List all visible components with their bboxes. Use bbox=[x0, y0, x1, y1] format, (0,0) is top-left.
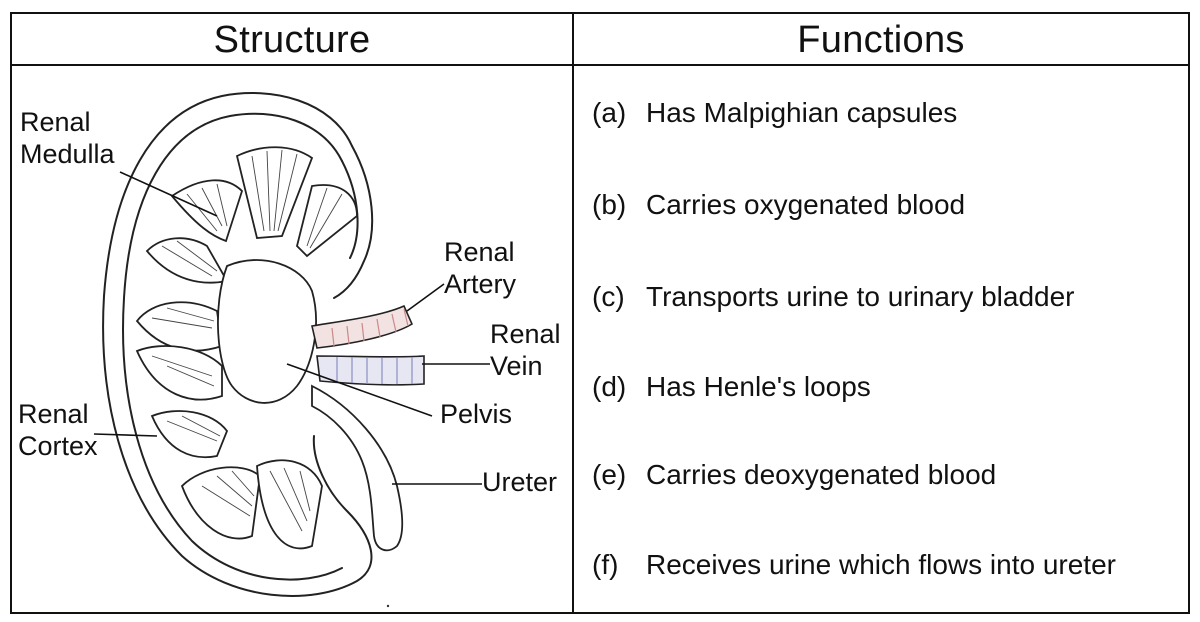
renal-pelvis bbox=[217, 259, 317, 404]
table-header-row: Structure Functions bbox=[12, 14, 1188, 66]
pyramid-striations bbox=[151, 149, 343, 532]
kidney-diagram: Renal Medulla Renal Artery Renal Vein Pe… bbox=[12, 66, 572, 614]
structure-functions-table: Structure Functions bbox=[10, 12, 1190, 614]
function-item-e: (e)Carries deoxygenated blood bbox=[592, 459, 997, 490]
function-item-d: (d)Has Henle's loops bbox=[592, 371, 871, 402]
leader-lines bbox=[93, 171, 490, 485]
label-renal-cortex: Renal Cortex bbox=[18, 399, 98, 461]
label-renal-vein: Renal Vein bbox=[490, 319, 561, 381]
ureter-tube bbox=[311, 384, 404, 552]
kidney-outer-capsule bbox=[102, 92, 373, 597]
column-divider bbox=[572, 14, 574, 612]
functions-list: (a)Has Malpighian capsules (b)Carries ox… bbox=[574, 66, 1188, 614]
function-item-f: (f)Receives urine which flows into urete… bbox=[592, 549, 1116, 580]
function-item-b: (b)Carries oxygenated blood bbox=[592, 189, 966, 220]
kidney-inner-capsule bbox=[122, 112, 343, 581]
structure-header: Structure bbox=[213, 19, 371, 61]
label-pelvis: Pelvis bbox=[440, 399, 513, 429]
function-item-c: (c)Transports urine to urinary bladder bbox=[592, 281, 1075, 312]
label-renal-artery: Renal Artery bbox=[444, 237, 517, 299]
kidney-illustration bbox=[93, 92, 490, 608]
renal-artery-vessel bbox=[311, 304, 414, 349]
function-item-a: (a)Has Malpighian capsules bbox=[592, 97, 958, 128]
label-ureter: Ureter bbox=[482, 467, 558, 497]
label-renal-medulla: Renal Medulla bbox=[20, 107, 115, 169]
functions-header: Functions bbox=[797, 19, 965, 61]
renal-pyramids bbox=[135, 146, 358, 550]
renal-vein-vessel bbox=[316, 355, 425, 386]
